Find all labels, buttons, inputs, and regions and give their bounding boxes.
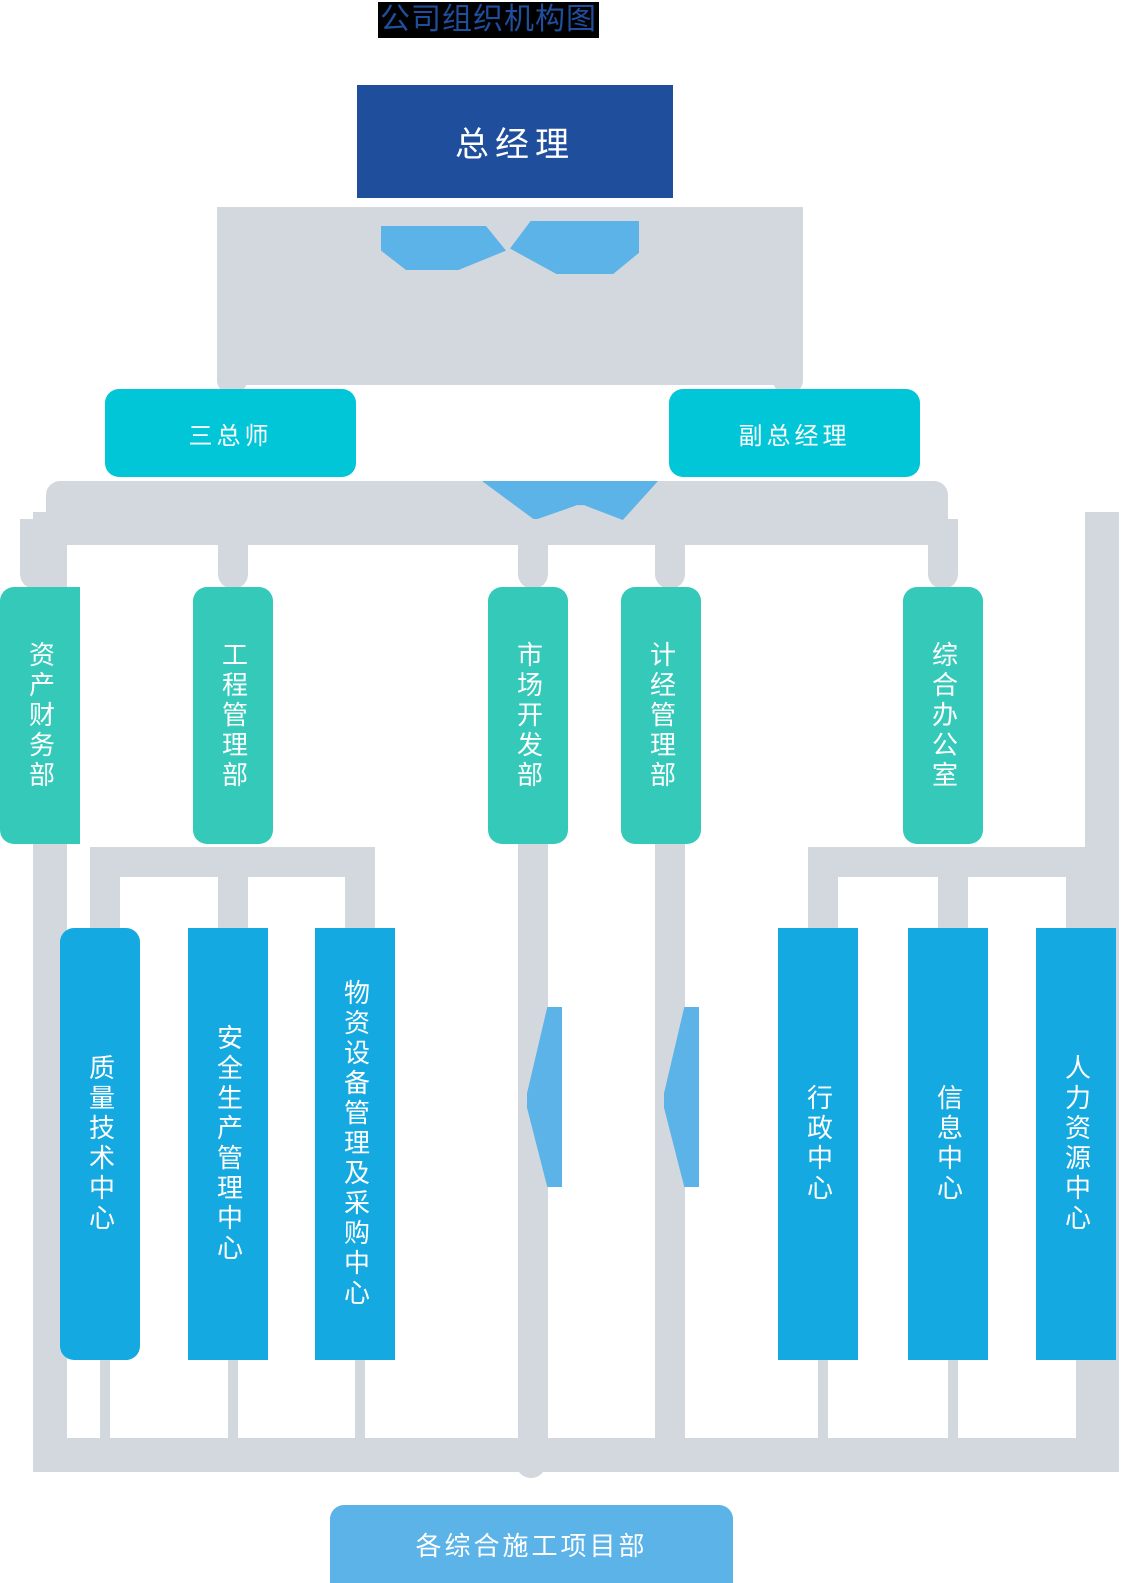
connector-drop-center-info [948,1340,958,1440]
node-project-departments[interactable]: 各综合施工项目部 [330,1505,733,1583]
node-dept-engineering[interactable]: 工程管理部 [193,587,273,844]
connector-drop-center-safety [228,1340,238,1440]
connector-stem-dept-office [928,519,958,589]
node-dept-market[interactable]: 市场开发部 [488,587,568,844]
node-center-quality[interactable]: 质量技术中心 [60,928,140,1360]
connector-drop-center-hr [1076,1340,1086,1440]
connector-drop-center-quality [100,1340,110,1440]
connector-drop-center-admin [818,1340,828,1440]
node-center-info[interactable]: 信息中心 [908,928,988,1360]
node-dept-office[interactable]: 综合办公室 [903,587,983,844]
connector-stem-dept-planning [655,519,685,589]
connector-stem-center-quality [90,847,120,942]
connector-stem-center-hr [1066,847,1096,942]
connector-stem-three-chiefs [217,207,247,395]
connector-stem-dept-market [518,519,548,589]
node-dept-planning[interactable]: 计经管理部 [621,587,701,844]
node-center-safety[interactable]: 安全生产管理中心 [188,928,268,1360]
connector-level0-to-level1 [217,207,803,385]
connector-bottom-rail [33,1438,1119,1472]
connector-stem-center-safety [218,847,248,942]
node-general-manager[interactable]: 总经理 [357,85,673,198]
connector-stem-center-info [938,847,968,942]
node-center-hr[interactable]: 人力资源中心 [1036,928,1116,1360]
page-title: 公司组织机构图 [378,2,599,38]
connector-stem-project-departments [516,1438,546,1478]
connector-stem-deputy-gm [773,207,803,395]
connector-stem-center-admin [808,847,838,942]
connector-drop-center-materials [355,1340,365,1440]
connector-stem-dept-engineering [218,519,248,589]
connector-stem-center-materials [345,847,375,942]
node-center-materials[interactable]: 物资设备管理及采购中心 [315,928,395,1360]
node-center-admin[interactable]: 行政中心 [778,928,858,1360]
node-dept-finance[interactable]: 资产财务部 [0,587,80,844]
node-deputy-general-manager[interactable]: 副总经理 [669,389,920,477]
node-three-chief-engineers[interactable]: 三总师 [105,389,356,477]
